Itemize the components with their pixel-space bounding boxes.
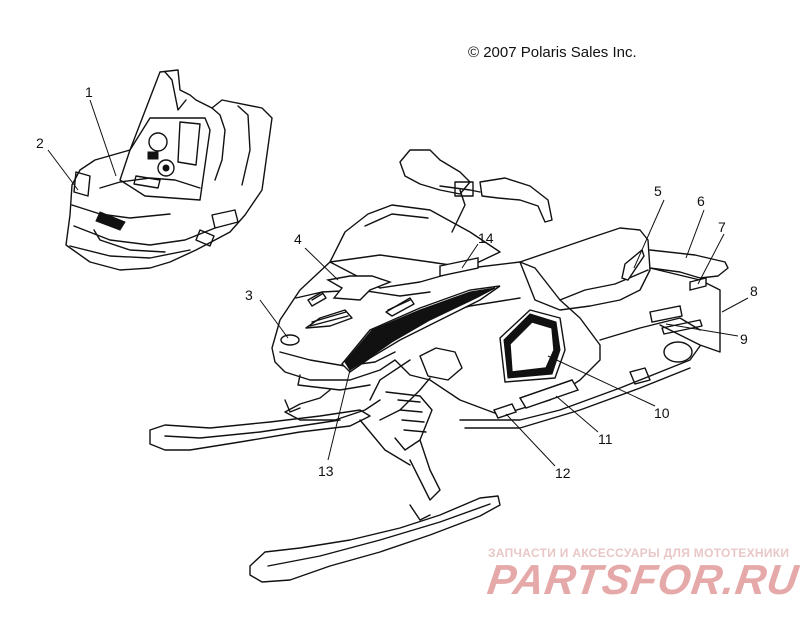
callout-9: 9 (740, 331, 748, 347)
callout-8: 8 (750, 283, 758, 299)
callout-lines (47, 99, 749, 467)
watermark-brand: PARTSFOR.RU (484, 556, 800, 603)
callout-5: 5 (654, 183, 662, 199)
callout-14: 14 (478, 230, 494, 246)
hood-console-inset (65, 69, 273, 271)
callout-12: 12 (555, 465, 571, 481)
snowmobile-body (149, 149, 729, 583)
copyright-text: © 2007 Polaris Sales Inc. (468, 44, 637, 61)
callout-11: 11 (598, 431, 613, 447)
callout-3: 3 (245, 287, 253, 303)
callout-7: 7 (718, 219, 726, 235)
callout-4: 4 (294, 231, 302, 247)
callout-13: 13 (318, 463, 334, 479)
callout-labels: 1 2 3 4 5 6 7 8 9 10 11 12 13 14 (36, 84, 758, 481)
callout-6: 6 (697, 193, 705, 209)
callout-10: 10 (654, 405, 670, 421)
watermark-subtitle: ЗАПЧАСТИ И АКСЕССУАРЫ ДЛЯ МОТОТЕХНИКИ (488, 546, 790, 560)
callout-2: 2 (36, 135, 44, 151)
callout-1: 1 (85, 84, 93, 100)
